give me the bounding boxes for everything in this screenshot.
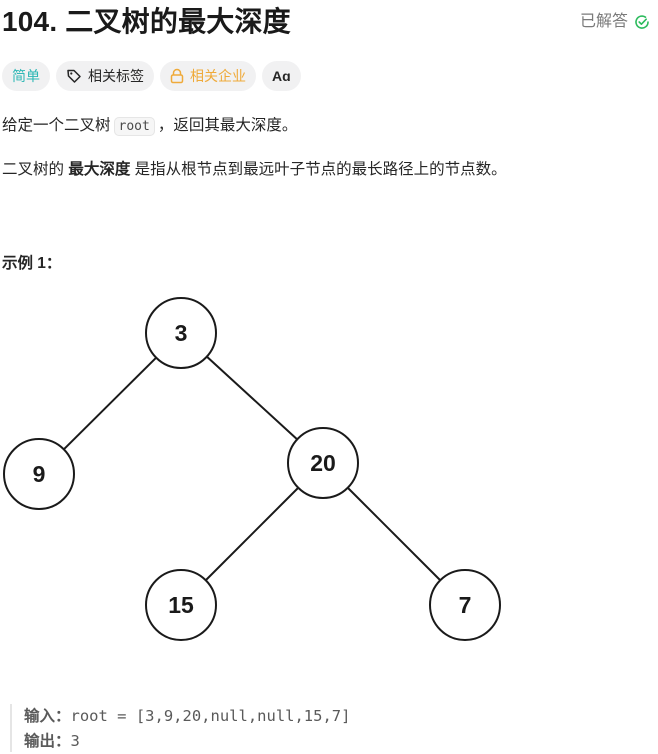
solved-status-label: 已解答 <box>579 13 628 30</box>
description-text: ，返回其最大深度。 <box>157 117 298 134</box>
input-label: 输入： <box>24 708 71 725</box>
svg-text:15: 15 <box>168 592 194 618</box>
tree-edge <box>347 487 441 581</box>
tree-node-3: 3 <box>145 297 217 369</box>
output-value: 3 <box>70 732 80 750</box>
tree-node-20: 20 <box>287 427 359 499</box>
output-label: 输出： <box>24 733 71 750</box>
input-value: root = [3,9,20,null,null,15,7] <box>70 707 351 725</box>
difficulty-badge[interactable]: 简单 <box>2 61 50 91</box>
solved-status: 已解答 <box>580 12 650 32</box>
tree-edge <box>205 487 299 581</box>
description-text: 给定一个二叉树 <box>2 117 111 134</box>
description-text: 二叉树的 <box>2 161 65 178</box>
tree-node-9: 9 <box>3 438 75 510</box>
svg-text:20: 20 <box>310 450 336 476</box>
translate-icon: Aɑ <box>272 68 291 84</box>
inline-code-root: root <box>113 117 155 136</box>
svg-text:3: 3 <box>175 320 188 346</box>
tag-icon <box>66 68 82 84</box>
tag-bar: 简单 相关标签 相关企业 Aɑ <box>2 61 301 91</box>
problem-title: 104. 二叉树的最大深度 <box>2 6 291 37</box>
tree-node-7: 7 <box>429 569 501 641</box>
svg-text:7: 7 <box>459 592 472 618</box>
example-title: 示例 1： <box>2 255 62 272</box>
tree-node-15: 15 <box>145 569 217 641</box>
related-topics-label: 相关标签 <box>88 68 144 84</box>
tree-edge <box>63 356 157 451</box>
description-paragraph-2: 二叉树的 最大深度 是指从根节点到最远叶子节点的最长路径上的节点数。 <box>2 158 507 182</box>
related-companies-button[interactable]: 相关企业 <box>160 61 256 91</box>
difficulty-label: 简单 <box>12 68 40 84</box>
tree-svg: 3 9 20 15 7 <box>3 297 501 641</box>
translate-button[interactable]: Aɑ <box>262 61 301 91</box>
check-circle-icon <box>634 14 650 30</box>
tree-edge <box>206 355 298 441</box>
description-text: 是指从根节点到最远叶子节点的最长路径上的节点数。 <box>134 161 507 178</box>
problem-header: 104. 二叉树的最大深度 已解答 <box>0 0 658 48</box>
related-companies-label: 相关企业 <box>190 68 246 84</box>
example-input: 输入：root = [3,9,20,null,null,15,7] <box>24 704 650 729</box>
binary-tree-diagram: 3 9 20 15 7 <box>0 290 520 650</box>
example-output: 输出：3 <box>24 729 650 754</box>
lock-icon <box>170 68 184 84</box>
example-io-block: 输入：root = [3,9,20,null,null,15,7] 输出：3 <box>10 704 650 752</box>
svg-text:9: 9 <box>33 461 46 487</box>
description-bold-term: 最大深度 <box>68 161 131 178</box>
related-topics-button[interactable]: 相关标签 <box>56 61 154 91</box>
